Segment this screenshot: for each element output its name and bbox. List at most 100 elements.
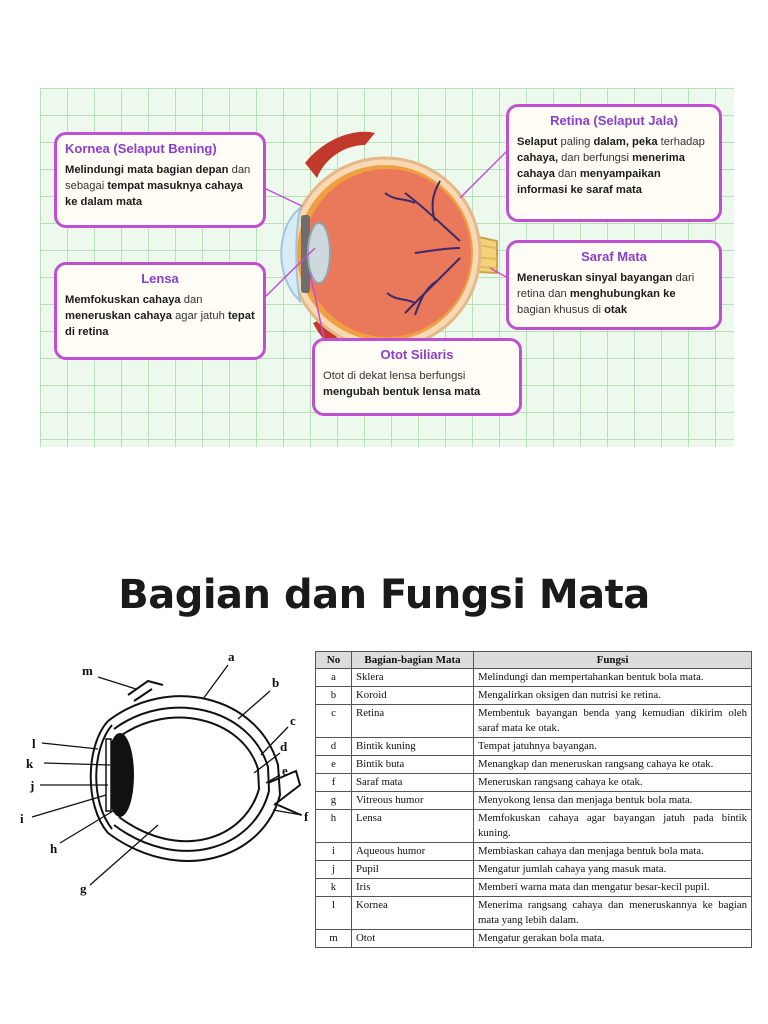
cell-function: Menangkap dan meneruskan rangsang cahaya… [473, 755, 752, 774]
lens-shape [307, 222, 331, 284]
eye-cross-section-diagram: a b c d e f g h i j k l m [20, 649, 309, 896]
col-header-part: Bagian-bagian Mata [351, 651, 474, 669]
cell-no: i [315, 842, 352, 861]
callout-retina-text: Selaput paling dalam, peka terhadap caha… [517, 136, 705, 196]
cell-part: Bintik buta [351, 755, 474, 774]
cell-no: e [315, 755, 352, 774]
iris-shape [301, 215, 310, 293]
label-l: l [32, 736, 36, 751]
cell-no: k [315, 878, 352, 897]
cell-no: j [315, 860, 352, 879]
cell-function: Melindungi dan mempertahankan bentuk bol… [473, 668, 752, 687]
callout-saraf-title: Saraf Mata [581, 249, 647, 264]
cell-function: Tempat jatuhnya bayangan. [473, 737, 752, 756]
cell-no: g [315, 791, 352, 810]
cornea-shape [280, 205, 302, 304]
label-k: k [26, 756, 34, 771]
cell-part: Kornea [351, 896, 474, 930]
cell-part: Aqueous humor [351, 842, 474, 861]
cell-function: Memberi warna mata dan mengatur besar-ke… [473, 878, 752, 897]
callout-lensa-text: Memfokuskan cahaya dan meneruskan cahaya… [65, 294, 255, 338]
blood-vessels-shape [384, 180, 461, 316]
lens-shape [106, 733, 134, 817]
cell-no: c [315, 704, 352, 738]
cell-function: Mengalirkan oksigen dan nutrisi ke retin… [473, 686, 752, 705]
muscle-top-shape [305, 131, 375, 178]
callout-saraf-text: Meneruskan sinyal bayangan dari retina d… [517, 272, 695, 316]
callout-otot-text: Otot di dekat lensa berfungsi mengubah b… [323, 370, 481, 398]
cell-function: Menyokong lensa dan menjaga bentuk bola … [473, 791, 752, 810]
callout-connectors [263, 147, 511, 344]
callout-retina-title: Retina (Selaput Jala) [550, 113, 678, 128]
callout-lensa-title: Lensa [141, 271, 179, 286]
cell-no: d [315, 737, 352, 756]
label-i: i [20, 811, 24, 826]
page-title: Bagian dan Fungsi Mata [118, 572, 650, 618]
label-d: d [280, 739, 288, 754]
cell-part: Bintik kuning [351, 737, 474, 756]
callout-otot-title: Otot Siliaris [380, 347, 454, 362]
iris-shape [105, 738, 112, 812]
cell-function: Memfokuskan cahaya agar bayangan jatuh p… [473, 809, 752, 843]
label-f: f [304, 809, 309, 824]
cell-function: Mengatur jumlah cahaya yang masuk mata. [473, 860, 752, 879]
cell-no: b [315, 686, 352, 705]
callout-otot: Otot Siliaris Otot di dekat lensa berfun… [312, 338, 522, 416]
label-a: a [228, 649, 235, 664]
label-e: e [282, 763, 288, 778]
col-header-no: No [315, 651, 352, 669]
eye-infographic: Kornea (Selaput Bening) Melindungi mata … [40, 88, 734, 447]
cell-no: a [315, 668, 352, 687]
cell-function: Membentuk bayangan benda yang kemudian d… [473, 704, 752, 738]
cell-part: Koroid [351, 686, 474, 705]
cell-no: m [315, 929, 352, 948]
label-m: m [82, 663, 93, 678]
callout-retina: Retina (Selaput Jala) Selaput paling dal… [506, 104, 722, 222]
callout-lensa: Lensa Memfokuskan cahaya dan meneruskan … [54, 262, 266, 360]
label-c: c [290, 713, 296, 728]
cell-function: Meneruskan rangsang cahaya ke otak. [473, 773, 752, 792]
eye-illustration [280, 131, 498, 371]
col-header-function: Fungsi [473, 651, 752, 669]
label-b: b [272, 675, 279, 690]
vitreous-shape [303, 169, 471, 337]
cell-no: h [315, 809, 352, 843]
callout-saraf: Saraf Mata Meneruskan sinyal bayangan da… [506, 240, 722, 330]
cell-part: Saraf mata [351, 773, 474, 792]
cell-no: l [315, 896, 352, 930]
table-header-row: No Bagian-bagian Mata Fungsi [315, 651, 752, 669]
cell-function: Mengatur gerakan bola mata. [473, 929, 752, 948]
cell-part: Iris [351, 878, 474, 897]
label-j: j [29, 778, 34, 793]
label-g: g [80, 881, 87, 896]
label-h: h [50, 841, 58, 856]
callout-kornea: Kornea (Selaput Bening) Melindungi mata … [54, 132, 266, 228]
cell-function: Menerima rangsang cahaya dan meneruskann… [473, 896, 752, 930]
cell-part: Sklera [351, 668, 474, 687]
label-leader-lines [31, 664, 303, 886]
cell-part: Retina [351, 704, 474, 738]
cell-part: Lensa [351, 809, 474, 843]
cell-no: f [315, 773, 352, 792]
eye-outline-shape [89, 679, 302, 862]
cell-part: Otot [351, 929, 474, 948]
cell-function: Membiaskan cahaya dan menjaga bentuk bol… [473, 842, 752, 861]
cell-part: Pupil [351, 860, 474, 879]
callout-kornea-title: Kornea (Selaput Bening) [65, 141, 217, 156]
cell-part: Vitreous humor [351, 791, 474, 810]
